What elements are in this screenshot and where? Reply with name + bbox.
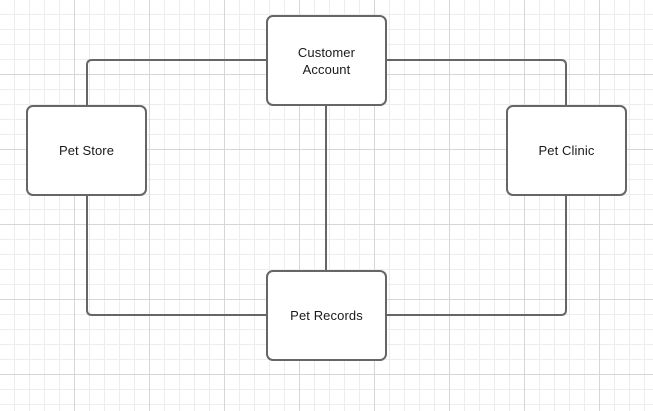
connector-pet-store-to-pet-records[interactable] [86, 196, 266, 316]
node-label: Customer Account [297, 44, 356, 77]
node-customer-account[interactable]: Customer Account [266, 15, 387, 106]
node-label: Pet Store [58, 143, 115, 158]
connector-pet-clinic-to-pet-records[interactable] [387, 196, 567, 316]
node-label: Pet Clinic [538, 143, 595, 158]
connector-customer-account-to-pet-clinic[interactable] [387, 59, 567, 105]
node-label: Pet Records [290, 308, 363, 323]
node-pet-store[interactable]: Pet Store [26, 105, 147, 196]
connector-customer-account-to-pet-store[interactable] [86, 59, 266, 105]
node-pet-records[interactable]: Pet Records [266, 270, 387, 361]
node-pet-clinic[interactable]: Pet Clinic [506, 105, 627, 196]
